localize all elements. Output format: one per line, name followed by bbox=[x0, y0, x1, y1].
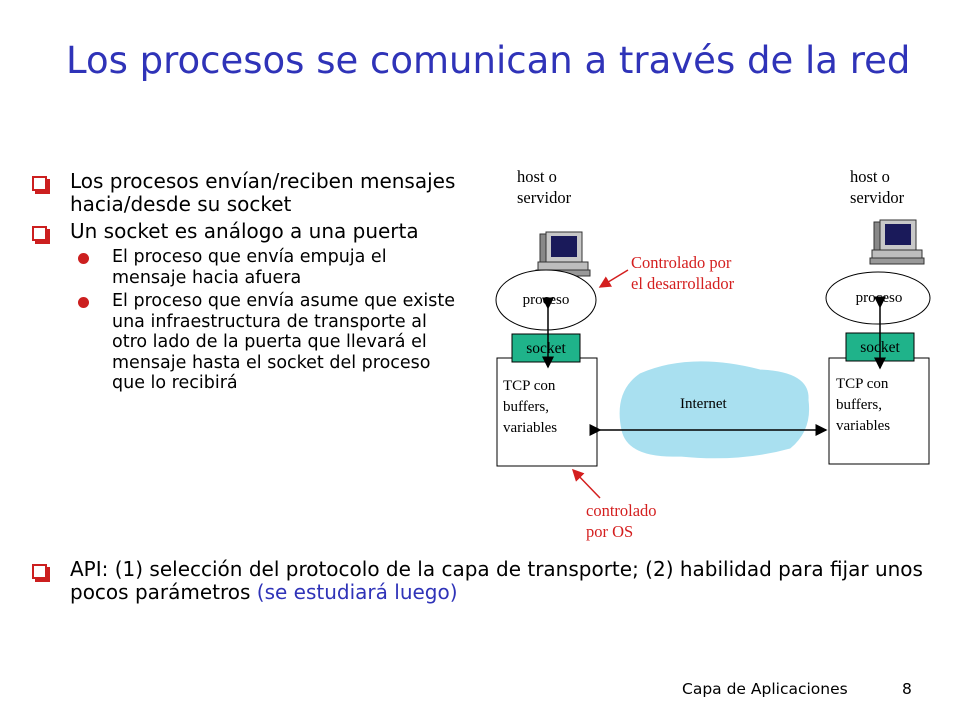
arrow-icon bbox=[598, 269, 629, 288]
round-bullet-icon bbox=[78, 253, 89, 264]
computer-icon bbox=[535, 231, 591, 277]
footer-section: Capa de Aplicaciones bbox=[682, 680, 848, 698]
right-host-label-line1: host o bbox=[850, 167, 890, 186]
api-highlight: (se estudiará luego) bbox=[256, 580, 458, 604]
bullet-list: Los procesos envían/reciben mensajes hac… bbox=[30, 170, 460, 397]
left-tcp-line1: TCP con bbox=[503, 378, 556, 394]
left-process-label: proceso bbox=[522, 292, 570, 308]
left-host-label-line1: host o bbox=[517, 167, 557, 186]
developer-annotation-line2: el desarrollador bbox=[631, 274, 735, 293]
right-host-label-line2: servidor bbox=[850, 188, 905, 207]
left-tcp-label: TCP con buffers, variables bbox=[503, 376, 557, 439]
bullet-item: Los procesos envían/reciben mensajes hac… bbox=[30, 170, 460, 216]
api-bullet: API: (1) selección del protocolo de la c… bbox=[30, 558, 930, 608]
developer-annotation-line1: Controlado por bbox=[631, 253, 732, 272]
right-socket-label: socket bbox=[860, 339, 900, 356]
right-tcp-label: TCP con buffers, variables bbox=[836, 374, 890, 437]
os-annotation: controlado por OS bbox=[586, 500, 657, 542]
computer-icon bbox=[869, 219, 925, 265]
sub-bullet-text: El proceso que envía asume que existe un… bbox=[112, 291, 456, 393]
arrow-icon bbox=[571, 468, 601, 499]
right-tcp-line1: TCP con bbox=[836, 376, 889, 392]
square-bullet-icon bbox=[32, 176, 47, 191]
square-bullet-icon bbox=[32, 564, 47, 579]
slide-title: Los procesos se comunican a través de la… bbox=[66, 39, 911, 82]
api-text: API: (1) selección del protocolo de la c… bbox=[70, 557, 923, 604]
right-process-label: proceso bbox=[855, 290, 903, 306]
right-host-label: host o servidor bbox=[850, 166, 904, 208]
right-tcp-box bbox=[828, 357, 930, 465]
bullet-item: Un socket es análogo a una puerta bbox=[30, 220, 460, 243]
round-bullet-icon bbox=[78, 297, 89, 308]
left-tcp-box bbox=[496, 357, 598, 467]
bullet-text: Los procesos envían/reciben mensajes hac… bbox=[70, 169, 456, 216]
bullet-text: Un socket es análogo a una puerta bbox=[70, 219, 419, 243]
right-tcp-line3: variables bbox=[836, 418, 891, 434]
left-host-label: host o servidor bbox=[517, 166, 571, 208]
left-tcp-line2: buffers, bbox=[503, 399, 549, 415]
sub-bullet-text: El proceso que envía empuja el mensaje h… bbox=[112, 247, 387, 288]
left-tcp-line3: variables bbox=[503, 420, 558, 436]
developer-annotation: Controlado por el desarrollador bbox=[631, 252, 734, 294]
page-number: 8 bbox=[902, 680, 912, 698]
left-host-label-line2: servidor bbox=[517, 188, 572, 207]
sub-bullet-item: El proceso que envía asume que existe un… bbox=[30, 291, 460, 394]
os-annotation-line2: por OS bbox=[586, 522, 634, 541]
os-annotation-line1: controlado bbox=[586, 501, 657, 520]
internet-label: Internet bbox=[680, 396, 727, 412]
bullet-item: API: (1) selección del protocolo de la c… bbox=[30, 558, 930, 604]
square-bullet-icon bbox=[32, 226, 47, 241]
sub-bullet-item: El proceso que envía empuja el mensaje h… bbox=[30, 247, 460, 288]
left-socket-label: socket bbox=[526, 340, 566, 357]
right-tcp-line2: buffers, bbox=[836, 397, 882, 413]
